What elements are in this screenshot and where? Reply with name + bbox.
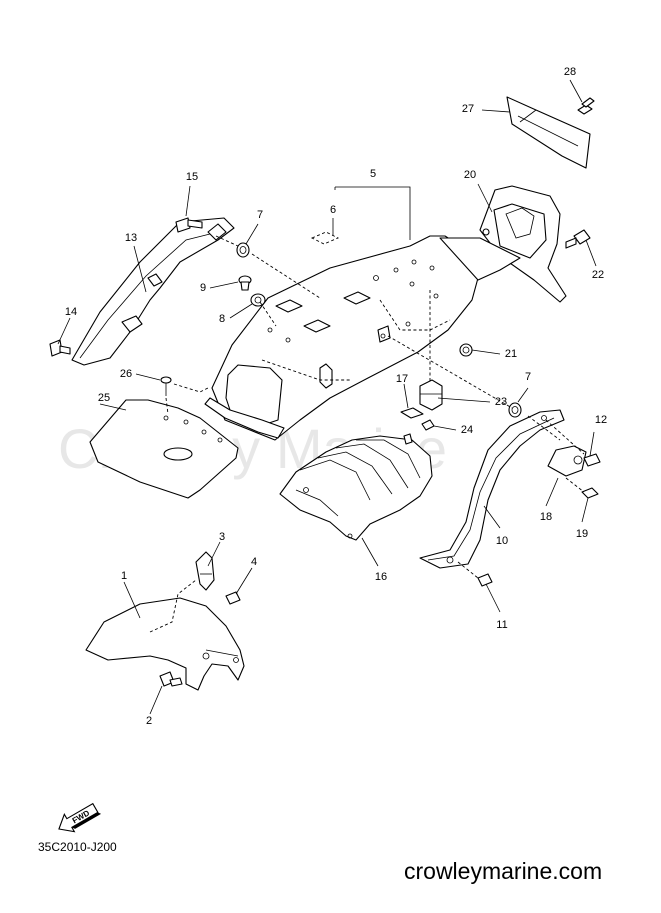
leader-4: [235, 567, 253, 595]
part-19-screw: [581, 487, 599, 499]
leader-22: [585, 239, 597, 267]
leader-21: [471, 349, 501, 355]
callout-14: 14: [65, 306, 77, 318]
callout-10: 10: [496, 535, 508, 547]
guide-line: [259, 301, 277, 327]
part-22-bolt: [565, 229, 591, 249]
leader-20: [477, 183, 493, 213]
callout-23: 23: [495, 396, 507, 408]
callout-7-upper: 7: [257, 209, 263, 221]
part-21-grommet: [459, 343, 473, 357]
part-28-bolt: [577, 97, 595, 115]
callout-3: 3: [219, 531, 225, 543]
callout-22: 22: [592, 269, 604, 281]
leader-13: [133, 245, 147, 293]
callout-5: 5: [370, 168, 376, 180]
leader-25: [99, 403, 127, 411]
callout-21: 21: [505, 348, 517, 360]
part-27-license-bracket: [506, 96, 591, 169]
guide-line: [251, 253, 321, 299]
guide-line: [457, 561, 479, 579]
leader-16: [361, 537, 379, 567]
callout-11: 11: [496, 619, 507, 631]
part-26-screw: [160, 376, 172, 415]
leader-1: [123, 581, 141, 619]
website-label: crowleymarine.com: [404, 858, 603, 884]
leader-5: [334, 186, 411, 240]
callout-25: 25: [98, 392, 110, 404]
callout-26: 26: [120, 368, 132, 380]
leader-7: [245, 223, 259, 245]
part-17-nut: [400, 407, 424, 419]
leader-28: [569, 79, 583, 103]
part-7-collar-lower: [508, 402, 522, 418]
part-13-side-stay-left: [71, 217, 235, 366]
leader-18: [545, 477, 559, 507]
callout-4: 4: [251, 556, 257, 568]
part-25-mud-flap: [89, 383, 239, 499]
part-16-inner-fender: [279, 435, 433, 541]
part-6-emblem: [310, 231, 340, 245]
callout-19: 19: [576, 528, 588, 540]
callout-7-lower: 7: [525, 371, 531, 383]
guide-line: [215, 235, 239, 247]
callout-2: 2: [146, 715, 152, 727]
guide-line: [565, 477, 585, 493]
leader-12: [589, 431, 595, 457]
leader-26: [135, 373, 161, 381]
leader-23: [437, 397, 491, 403]
leader-8: [229, 303, 253, 319]
leader-7b: [517, 387, 529, 403]
callout-24: 24: [461, 424, 473, 436]
callout-15: 15: [186, 171, 198, 183]
leader-10: [483, 505, 501, 529]
callout-27: 27: [462, 103, 474, 115]
part-9-cap: [238, 275, 252, 291]
part-5-rear-fender: [204, 235, 521, 441]
callout-20: 20: [464, 169, 476, 181]
part-23-bracket: [419, 379, 443, 411]
guide-line: [527, 415, 561, 441]
leader-15: [185, 185, 191, 217]
leader-9: [209, 281, 239, 289]
part-10-side-stay-right: [419, 409, 565, 569]
part-11-bolt: [477, 573, 493, 587]
leader-2: [149, 685, 163, 715]
part-14-bolt: [49, 339, 71, 357]
callout-6: 6: [330, 204, 336, 216]
leader-17: [403, 383, 409, 409]
guide-line: [545, 419, 585, 455]
part-24-bolt: [403, 419, 435, 445]
leader-3: [207, 541, 221, 567]
part-1-front-fender: [85, 579, 245, 691]
part-18-reflector: [547, 445, 587, 477]
fwd-arrow-icon: FWD: [58, 802, 102, 833]
leader-19: [581, 497, 589, 523]
callout-17: 17: [396, 373, 408, 385]
leader-24: [433, 425, 457, 431]
part-4-bolt: [225, 591, 241, 605]
part-2-bolt: [159, 671, 183, 687]
callout-9: 9: [200, 282, 206, 294]
part-8-grommet: [250, 293, 266, 307]
leader-27: [481, 109, 511, 113]
diagram-code: 35C2010-J200: [38, 840, 117, 854]
leader-14: [57, 317, 71, 345]
callout-28: 28: [564, 66, 576, 78]
part-7-collar-upper: [236, 242, 250, 258]
part-3-bracket: [195, 551, 215, 591]
part-20-tail-light: [479, 185, 567, 303]
callout-13: 13: [125, 232, 137, 244]
part-15-bolt: [175, 217, 203, 233]
callout-1: 1: [121, 570, 127, 582]
callout-18: 18: [540, 511, 552, 523]
callout-8: 8: [219, 313, 225, 325]
callout-12: 12: [595, 414, 607, 426]
guide-line: [387, 335, 513, 409]
leader-11: [485, 583, 501, 613]
callout-16: 16: [375, 571, 387, 583]
part-12-bolt: [583, 453, 601, 467]
